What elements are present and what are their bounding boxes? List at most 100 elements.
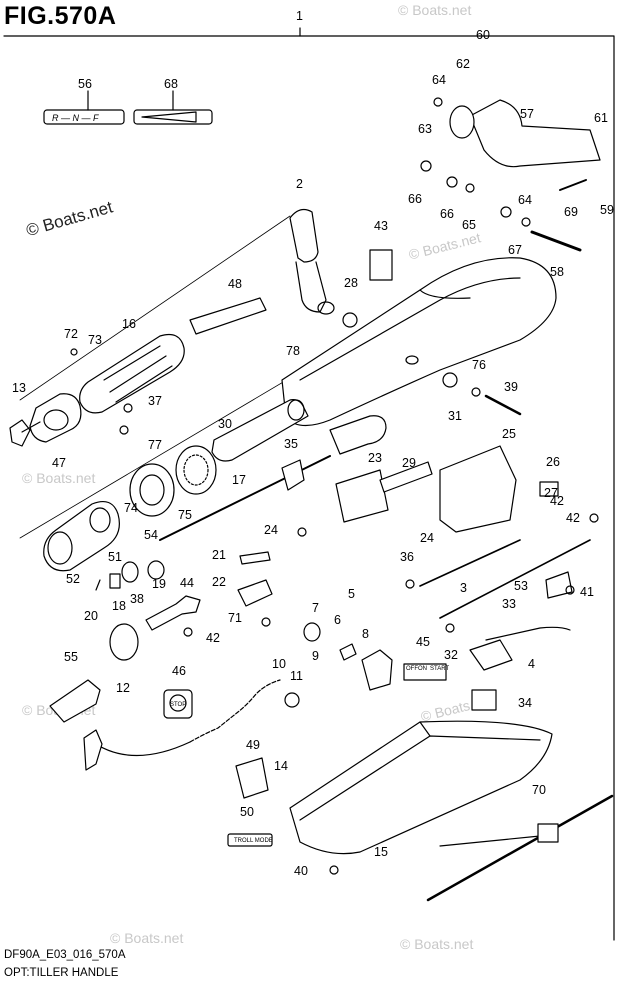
coiled-cord <box>189 679 281 743</box>
part-callout: 8 <box>362 627 369 641</box>
grommet <box>442 372 458 388</box>
harness-plate <box>471 689 497 711</box>
screw <box>297 527 307 537</box>
pivot-bracket <box>449 99 601 168</box>
shift-decal: R — N — F <box>43 109 125 125</box>
part-callout: 42 <box>550 494 564 508</box>
shift-cable <box>439 539 591 619</box>
part-callout: 34 <box>518 696 532 710</box>
friction-ring <box>129 463 175 517</box>
part-callout: 43 <box>374 219 388 233</box>
part-callout: 60 <box>476 28 490 42</box>
kill-switch-label: STOP <box>170 702 186 708</box>
part-callout: 32 <box>444 648 458 662</box>
part-callout: 1 <box>296 9 303 23</box>
part-callout: 38 <box>130 592 144 606</box>
lower-cover <box>289 720 553 855</box>
washer <box>465 183 475 193</box>
part-callout: 11 <box>290 669 303 683</box>
part-callout: 24 <box>420 531 434 545</box>
part-callout: 72 <box>64 327 78 341</box>
part-callout: 75 <box>178 508 192 522</box>
part-callout: 37 <box>148 394 162 408</box>
mode-off: OFF <box>406 666 418 672</box>
part-callout: 57 <box>520 107 534 121</box>
part-callout: 39 <box>504 380 518 394</box>
part-callout: 64 <box>432 73 446 87</box>
part-callout: 69 <box>564 205 578 219</box>
watermark-faint: © Boats.net <box>400 936 474 952</box>
throttle-shaft <box>211 399 387 462</box>
arm-bolt <box>484 394 522 416</box>
washer <box>119 425 129 435</box>
part-callout: 74 <box>124 501 138 515</box>
part-callout: 31 <box>448 409 462 423</box>
watermark-faint: © Boats.net <box>110 930 184 946</box>
part-callout: 15 <box>374 845 388 859</box>
part-callout: 14 <box>274 759 288 773</box>
throttle-grip <box>79 333 185 414</box>
part-callout: 26 <box>546 455 560 469</box>
part-callout: 7 <box>312 601 319 615</box>
part-callout: 16 <box>122 317 136 331</box>
spacer <box>500 206 512 218</box>
cable-bracket <box>545 571 573 599</box>
part-callout: 22 <box>212 575 226 589</box>
part-callout: 6 <box>334 613 341 627</box>
slide-plate <box>379 461 433 493</box>
part-callout: 13 <box>12 381 26 395</box>
part-callout: 63 <box>418 122 432 136</box>
part-callout: 21 <box>212 548 226 562</box>
tension-knob <box>9 419 41 447</box>
part-callout: 4 <box>528 657 535 671</box>
part-callout: 9 <box>312 649 319 663</box>
mount-bolt <box>559 179 587 191</box>
end-cap <box>29 393 82 443</box>
part-callout: 47 <box>52 456 66 470</box>
washer <box>521 217 531 227</box>
guide-line <box>19 377 291 539</box>
wedge-decal <box>133 109 213 125</box>
part-callout: 78 <box>286 344 300 358</box>
part-callout: 53 <box>514 579 528 593</box>
bushing <box>342 312 358 328</box>
screw <box>565 585 575 595</box>
part-callout: 2 <box>296 177 303 191</box>
part-callout: 71 <box>228 611 242 625</box>
part-callout: 24 <box>264 523 278 537</box>
part-callout: 19 <box>152 577 166 591</box>
wire-harness <box>485 626 571 641</box>
part-callout: 58 <box>550 265 564 279</box>
guide-line <box>19 215 291 401</box>
part-callout: 42 <box>206 631 220 645</box>
lanyard-cord <box>89 739 191 757</box>
part-callout: 65 <box>462 218 476 232</box>
part-callout: 27 <box>544 486 558 500</box>
switch-key <box>339 643 357 661</box>
part-callout: 77 <box>148 438 162 452</box>
part-callout: 62 <box>456 57 470 71</box>
bushing <box>420 160 432 172</box>
part-callout: 66 <box>408 192 422 206</box>
part-callout: 44 <box>180 576 194 590</box>
part-callout: 76 <box>472 358 486 372</box>
link-rod <box>189 297 267 335</box>
part-callout: 18 <box>112 599 126 613</box>
part-callout: 28 <box>344 276 358 290</box>
switch-nut <box>303 622 321 642</box>
part-callout: 3 <box>460 581 467 595</box>
part-callout: 68 <box>164 77 178 91</box>
assembly-frame <box>3 35 615 941</box>
kill-switch-decal: STOP <box>163 689 193 719</box>
cable-stopper <box>539 481 559 497</box>
start-switch <box>235 757 269 799</box>
part-callout: 12 <box>116 681 130 695</box>
part-callout: 56 <box>78 77 92 91</box>
screw <box>70 348 78 356</box>
part-callout: 20 <box>84 609 98 623</box>
part-callout: 10 <box>272 657 286 671</box>
pivot-bolt <box>530 230 582 252</box>
tiller-arm <box>281 257 557 427</box>
part-callout: 30 <box>218 417 232 431</box>
